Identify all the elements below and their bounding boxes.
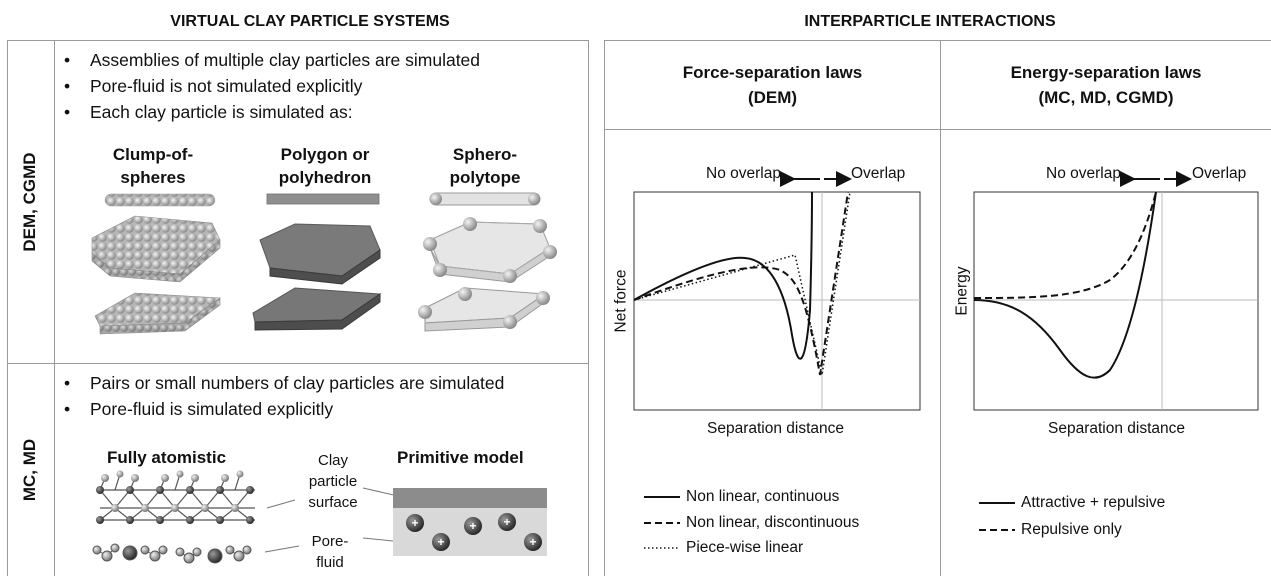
dem-bullets: Assemblies of multiple clay particles ar… bbox=[64, 47, 480, 125]
energy-ylabel: Energy bbox=[953, 266, 971, 316]
sphero-square-icon bbox=[418, 287, 550, 332]
dem-bullet: Pore-fluid is not simulated explicitly bbox=[64, 73, 480, 99]
md-bullet: Pore-fluid is simulated explicitly bbox=[64, 396, 504, 422]
force-legend-label: Non linear, discontinuous bbox=[686, 514, 860, 531]
dem-cgmd-side-label: DEM, CGMD bbox=[20, 152, 39, 252]
header-divider bbox=[604, 129, 1271, 130]
energy-no-overlap-label: No overlap bbox=[1046, 165, 1121, 182]
pore-fluid-label: Pore-fluid bbox=[311, 533, 349, 571]
atomistic-lattice-icon bbox=[99, 473, 255, 521]
water-molecules-icon bbox=[92, 543, 252, 564]
interactions-box bbox=[604, 40, 1271, 576]
primitive-surface-icon bbox=[393, 488, 547, 508]
force-no-overlap-label: No overlap bbox=[706, 165, 781, 182]
right-column-divider bbox=[940, 40, 941, 576]
md-illustrations: + + + + + bbox=[92, 470, 547, 564]
right-section-header: INTERPARTICLE INTERACTIONS bbox=[804, 13, 1056, 30]
left-section-header: VIRTUAL CLAY PARTICLE SYSTEMS bbox=[170, 13, 450, 30]
polygon-hexagon-icon bbox=[259, 223, 381, 285]
clump-rod-icon bbox=[104, 193, 216, 207]
clay-systems-box bbox=[7, 40, 589, 576]
force-curve-piecewise bbox=[633, 191, 851, 376]
energy-overlap-label: Overlap bbox=[1192, 165, 1247, 182]
polygon-rod-icon bbox=[266, 193, 380, 205]
energy-legend-label: Repulsive only bbox=[1021, 521, 1122, 538]
primitive-model-title: Primitive model bbox=[397, 448, 524, 467]
sphero-hexagon-icon bbox=[423, 217, 557, 283]
clump-square-icon bbox=[94, 292, 221, 335]
clump-of-spheres-title: Clump-of-spheres bbox=[112, 145, 194, 187]
row-divider bbox=[7, 363, 589, 364]
force-curve-continuous bbox=[633, 191, 813, 360]
svg-text:+: + bbox=[529, 535, 536, 549]
force-legend-label: Non linear, continuous bbox=[686, 488, 840, 505]
energy-legend-keys bbox=[979, 502, 1015, 531]
force-legend-label: Piece-wise linear bbox=[686, 539, 804, 556]
dem-bullet: Assemblies of multiple clay particles ar… bbox=[64, 47, 480, 73]
force-xlabel: Separation distance bbox=[707, 420, 845, 437]
sphero-rod-icon bbox=[429, 192, 541, 206]
force-overlap-label: Overlap bbox=[851, 165, 906, 182]
sphero-polytope-title: Sphero-polytope bbox=[449, 145, 521, 187]
clump-hexagon-icon bbox=[91, 215, 221, 283]
energy-legend-label: Attractive + repulsive bbox=[1021, 494, 1166, 511]
atomistic-atoms-icon bbox=[96, 470, 254, 524]
ion-icons: + + + + + bbox=[406, 513, 542, 551]
svg-text:+: + bbox=[503, 515, 510, 529]
dem-bullet: Each clay particle is simulated as: bbox=[64, 99, 480, 125]
energy-panel-title: Energy-separation laws(MC, MD, CGMD) bbox=[1010, 63, 1202, 107]
particle-illustrations bbox=[91, 192, 557, 335]
force-plot bbox=[633, 171, 921, 411]
svg-text:+: + bbox=[437, 535, 444, 549]
md-bullets: Pairs or small numbers of clay particles… bbox=[64, 370, 504, 422]
energy-curve-attractive bbox=[973, 191, 1157, 379]
left-column-divider bbox=[54, 40, 55, 576]
force-legend-keys bbox=[644, 496, 680, 549]
polygon-square-icon bbox=[252, 287, 382, 331]
energy-plot bbox=[973, 171, 1259, 411]
svg-text:+: + bbox=[411, 516, 418, 530]
energy-xlabel: Separation distance bbox=[1048, 420, 1186, 437]
fully-atomistic-title: Fully atomistic bbox=[107, 448, 227, 467]
svg-text:+: + bbox=[469, 519, 476, 533]
energy-plot-frame bbox=[973, 191, 1259, 411]
force-plot-frame bbox=[633, 191, 921, 411]
force-curve-discontinuous bbox=[633, 191, 849, 376]
md-bullet: Pairs or small numbers of clay particles… bbox=[64, 370, 504, 396]
force-ylabel: Net force bbox=[612, 269, 630, 333]
mc-md-side-label: MC, MD bbox=[20, 438, 39, 502]
force-panel-title: Force-separation laws(DEM) bbox=[682, 63, 863, 107]
energy-curve-repulsive bbox=[973, 191, 1157, 299]
